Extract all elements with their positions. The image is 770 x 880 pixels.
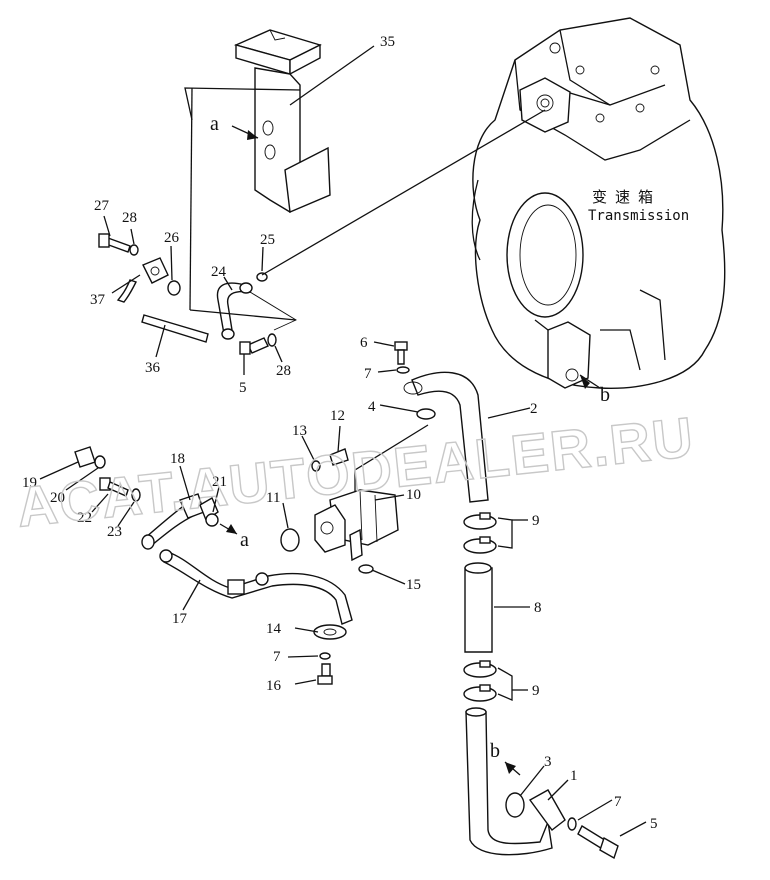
washer-7-top	[396, 366, 410, 374]
tube-2	[411, 371, 489, 503]
bolt-5-top	[247, 337, 269, 354]
callout-19: 19	[22, 475, 37, 491]
callout-11: 11	[266, 490, 280, 506]
callout-8: 8	[534, 600, 542, 616]
bolt-16	[321, 663, 331, 677]
callout-7-mid: 7	[273, 649, 281, 665]
o-ring-15	[358, 564, 374, 574]
hose-clamps-9-top	[463, 512, 497, 554]
o-ring-25	[256, 272, 268, 282]
washer-7-mid	[319, 652, 331, 660]
hose-36	[141, 314, 209, 343]
washer-13	[311, 460, 321, 472]
callout-4: 4	[368, 399, 376, 415]
callout-7-top: 7	[364, 366, 372, 382]
callout-17: 17	[172, 611, 188, 627]
callout-15: 15	[406, 577, 421, 593]
callout-12: 12	[330, 408, 345, 424]
callout-1: 1	[570, 768, 578, 784]
callout-10: 10	[406, 487, 421, 503]
block-19	[74, 446, 96, 468]
leader-lines	[39, 45, 647, 837]
o-ring-26	[167, 280, 181, 296]
o-ring-21	[205, 513, 219, 527]
flange-1	[528, 789, 566, 831]
callout-27: 27	[94, 198, 110, 214]
callout-9-bottom: 9	[532, 683, 540, 699]
o-ring-20	[94, 455, 106, 469]
callout-23: 23	[107, 524, 122, 540]
callout-21: 21	[212, 474, 227, 490]
callout-35: 35	[380, 34, 395, 50]
callout-3: 3	[544, 754, 552, 770]
tube-17	[163, 551, 353, 625]
flange-14	[313, 624, 347, 640]
transmission-label-cn: 变速箱	[592, 188, 661, 206]
callout-18: 18	[170, 451, 185, 467]
callout-36: 36	[145, 360, 161, 376]
callout-5-bottom: 5	[650, 816, 658, 832]
bolt-12	[329, 448, 349, 466]
callout-2: 2	[530, 401, 538, 417]
callout-7-bottom: 7	[614, 794, 622, 810]
transmission-housing	[471, 17, 726, 389]
callout-22: 22	[77, 510, 92, 526]
o-ring-11	[280, 528, 300, 552]
hose-8	[464, 567, 493, 653]
callout-16: 16	[266, 678, 282, 694]
hose-clamps-9-bottom	[463, 660, 497, 702]
o-ring-4	[416, 408, 436, 420]
callout-20: 20	[50, 490, 65, 506]
callout-6: 6	[360, 335, 368, 351]
o-ring-3	[505, 792, 525, 818]
callout-37: 37	[90, 292, 106, 308]
washer-7-bottom	[567, 817, 577, 831]
callout-13: 13	[292, 423, 307, 439]
bolt-6	[394, 341, 408, 351]
view-marker-a-top: a	[210, 113, 219, 135]
view-marker-b-top: b	[600, 384, 610, 406]
tube-1	[465, 711, 553, 856]
washer-23	[131, 488, 141, 502]
bracket-35	[233, 29, 331, 214]
callout-9-top: 9	[532, 513, 540, 529]
callout-5-top: 5	[239, 380, 247, 396]
washer-28-top	[129, 244, 139, 256]
pump-10	[314, 489, 399, 562]
callout-28-bottom: 28	[276, 363, 291, 379]
view-marker-b-bottom: b	[490, 740, 500, 762]
callout-25: 25	[260, 232, 275, 248]
tube-2-flange	[403, 381, 423, 395]
transmission-label-en: Transmission	[588, 208, 689, 224]
block-37	[142, 257, 169, 284]
view-marker-a-bottom: a	[240, 529, 249, 551]
callout-28-top: 28	[122, 210, 137, 226]
washer-28-bottom	[267, 333, 277, 347]
callout-24: 24	[211, 264, 227, 280]
callout-14: 14	[266, 621, 282, 637]
callout-26: 26	[164, 230, 180, 246]
